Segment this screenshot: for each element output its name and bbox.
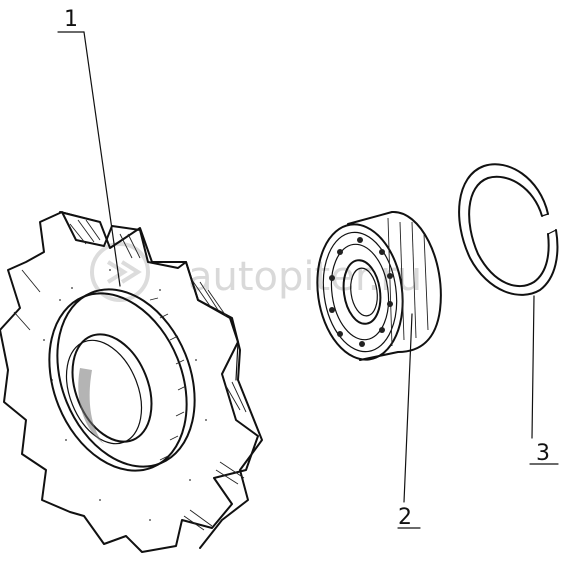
callout-3: 3: [529, 295, 559, 466]
callout-2: 2: [397, 313, 421, 530]
watermark: autopiter.ru: [90, 242, 422, 302]
callout-label-1: 1: [64, 7, 78, 32]
callout-1: 1: [57, 7, 121, 287]
retaining-ring-part: [458, 163, 559, 296]
callout-label-2: 2: [398, 505, 412, 530]
sprocket-outline: [0, 211, 259, 553]
sprocket-part: [0, 211, 263, 553]
callout-label-3: 3: [536, 441, 550, 466]
bearing-part: [316, 210, 442, 361]
watermark-text: autopiter.ru: [188, 254, 422, 300]
